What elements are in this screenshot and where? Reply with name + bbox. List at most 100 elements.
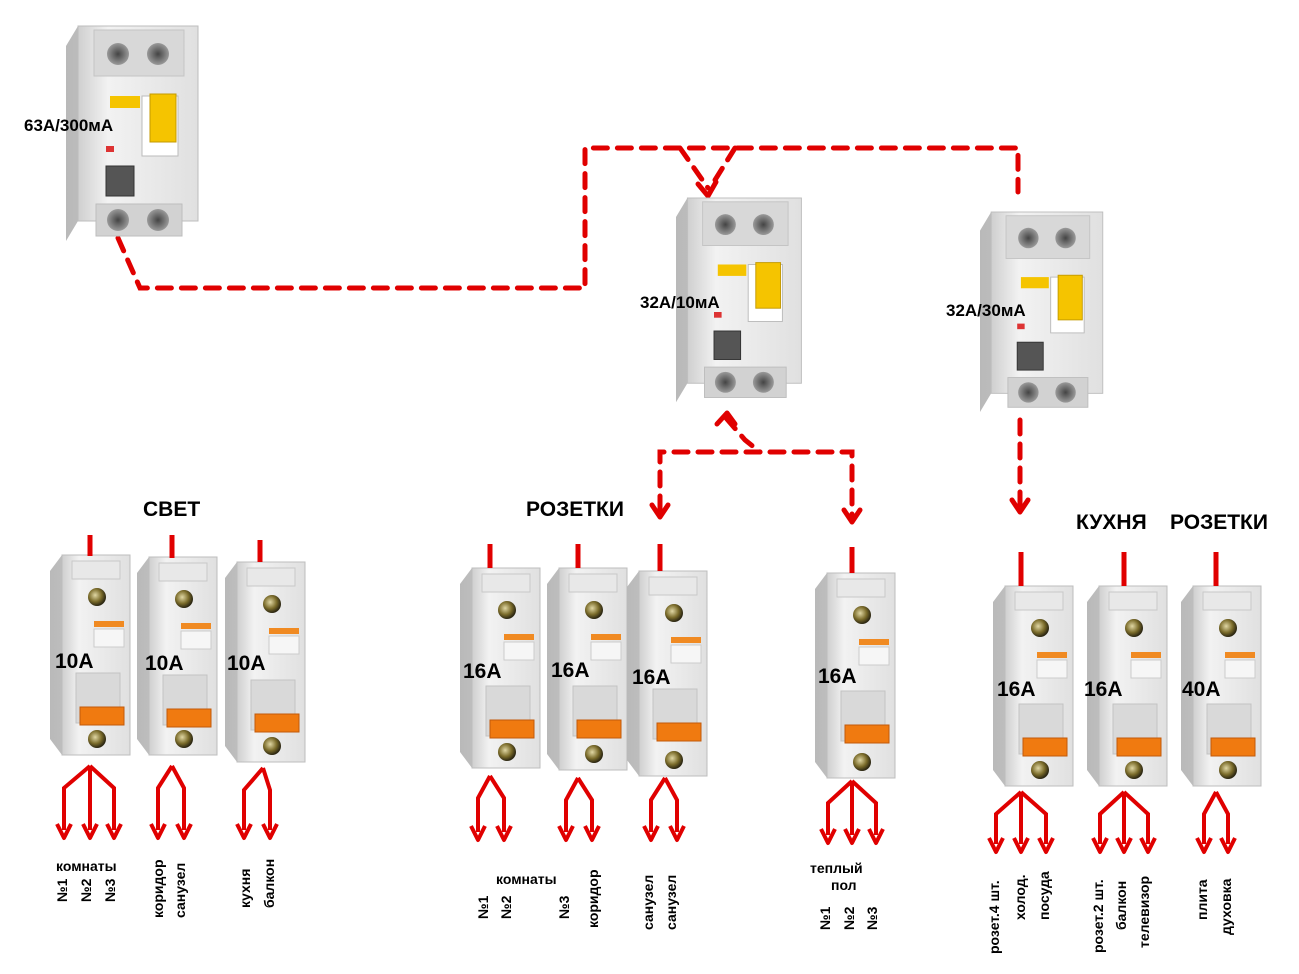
breaker [137, 556, 218, 756]
terminal-screw [1055, 382, 1076, 403]
circuit-label: санузел [640, 874, 656, 930]
output-arrowhead [557, 825, 575, 842]
circuit-label: №1 [817, 906, 833, 930]
circuit-label: №3 [556, 895, 572, 919]
circuit-label: коридор [150, 859, 166, 918]
breaker-label-strip [504, 634, 534, 640]
breaker-label [180, 630, 212, 650]
circuit-label: розет.2 шт. [1090, 879, 1106, 953]
output-wire [850, 779, 878, 835]
output-arrowhead [867, 828, 885, 845]
breaker [460, 567, 541, 769]
breaker-label [503, 641, 535, 661]
breaker-top-screw [665, 604, 683, 622]
arrowhead-sockets-left [649, 502, 671, 520]
terminal-screw [147, 209, 169, 231]
dashed-wiring [115, 145, 1023, 518]
rcd-handle [149, 93, 177, 143]
breaker-label [670, 644, 702, 664]
breaker-rating: 10А [145, 652, 184, 675]
arrowhead-floor [841, 507, 863, 525]
breaker-label [1036, 659, 1068, 679]
breaker-label [1224, 659, 1256, 679]
breaker-label-strip [269, 628, 299, 634]
output-arrowhead [668, 825, 686, 842]
breaker [1181, 585, 1262, 787]
output-wire [994, 790, 1023, 844]
rcd-indicator [106, 146, 114, 152]
terminal-screw [1055, 227, 1076, 249]
breaker-top-screw [498, 601, 516, 619]
terminal-screw [1018, 227, 1039, 249]
terminal-screw [107, 43, 129, 65]
terminal-screw [1018, 382, 1039, 403]
breaker-label [858, 646, 890, 666]
circuit-label: кухня [237, 868, 253, 908]
breaker-bottom-screw [88, 730, 106, 748]
heading-kitchen-sockets: РОЗЕТКИ [1170, 511, 1268, 534]
breaker-handle [844, 724, 890, 744]
breaker-bottom-screw [1219, 761, 1237, 779]
output-arrowhead [1091, 837, 1109, 854]
breaker-handle [1116, 737, 1162, 757]
breaker-bottom-screw [498, 743, 516, 761]
output-arrowhead [843, 828, 861, 845]
wire-rcd-sockets-up [723, 415, 763, 455]
breaker-handle [254, 713, 300, 733]
breaker-top-screw [263, 595, 281, 613]
rcd-sockets [676, 197, 802, 403]
output-arrowhead [55, 823, 73, 840]
output-arrowhead [261, 823, 279, 840]
breaker [993, 585, 1074, 787]
circuit-label: плита [1194, 879, 1210, 920]
breaker-label [590, 641, 622, 661]
rcd-kitchen [980, 211, 1104, 412]
output-wire [1019, 790, 1048, 844]
circuit-label: холод. [1012, 874, 1028, 921]
terminal-screw [752, 371, 774, 393]
output-wire [663, 777, 679, 832]
arrowhead-rcd-sockets [695, 179, 719, 199]
circuit-label: балкон [261, 858, 277, 908]
breaker-label-strip [1131, 652, 1161, 658]
rcd-test-button [105, 165, 135, 197]
breaker-rating: 16А [818, 665, 857, 688]
breaker-top-cap [648, 576, 698, 596]
circuit-label: коридор [585, 869, 601, 928]
rcd-main [66, 25, 199, 241]
breaker-label [93, 628, 125, 648]
breaker-rating: 16А [463, 660, 502, 683]
rcd-sockets-rating: 32А/10мА [640, 293, 720, 312]
breaker-top-cap [71, 560, 121, 580]
circuit-label: №3 [102, 878, 118, 902]
output-arrowhead [235, 823, 253, 840]
circuit-label: №1 [475, 895, 491, 919]
breaker [815, 572, 896, 779]
wire-main-to-rcds [115, 145, 1021, 291]
breaker [225, 561, 306, 763]
breaker [1087, 585, 1168, 787]
breaker-rating: 16А [997, 678, 1036, 701]
terminal-screw [107, 209, 129, 231]
output-wire [261, 767, 272, 830]
output-arrowhead [819, 828, 837, 845]
output-arrowhead [495, 825, 513, 842]
breaker-top-cap [246, 567, 296, 587]
breaker-handle [656, 722, 702, 742]
wire-to-rcd-sockets [677, 145, 711, 191]
breaker-top-screw [853, 606, 871, 624]
output-arrowhead [175, 823, 193, 840]
breaker-top-cap [481, 573, 531, 593]
rcd-brand-strip [110, 96, 140, 108]
rcd-indicator [1017, 323, 1025, 330]
breaker-bottom-screw [1031, 761, 1049, 779]
breaker-bottom-screw [263, 737, 281, 755]
circuit-label: балкон [1113, 880, 1129, 930]
floor-title-1: теплый [810, 860, 863, 876]
breaker-handle [79, 706, 125, 726]
output-arrowhead [81, 823, 99, 840]
output-arrowhead [1195, 837, 1213, 854]
output-wire [488, 774, 506, 832]
breaker-handle [489, 719, 535, 739]
rcd-brand-strip [1020, 277, 1049, 289]
